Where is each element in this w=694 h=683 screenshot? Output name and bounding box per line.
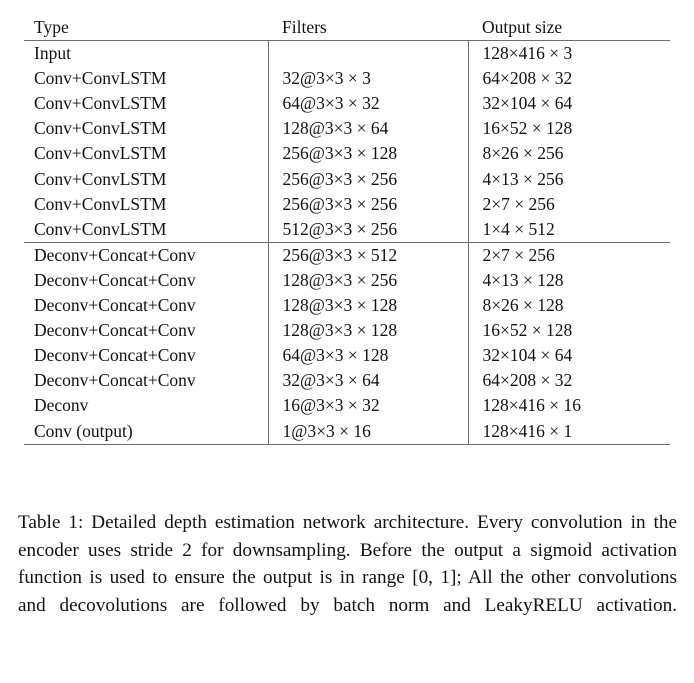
cell-type: Deconv+Concat+Conv [34,320,196,341]
cell-type: Input [34,43,71,64]
cell-type: Deconv+Concat+Conv [34,295,196,316]
cell-type: Conv+ConvLSTM [34,168,167,189]
cell-filters: 1@3×3 × 16 [267,418,468,445]
table-row: Input 128×416 × 3 [24,40,670,67]
cell-filters: 16@3×3 × 32 [267,393,468,419]
table-header: Type Filters Output size [24,15,670,42]
cell-output: 2×7 × 256 [467,241,670,268]
cell-type: Conv+ConvLSTM [34,143,167,164]
cell-filters: 64@3×3 × 32 [267,91,468,117]
cell-output: 64×208 × 32 [467,368,670,394]
column-header-output: Output size [468,15,670,42]
column-header-type: Type [24,15,268,42]
cell-output: 16×52 × 128 [467,318,670,344]
cell-type: Conv (output) [24,418,268,445]
cell-output: 2×7 × 256 [467,191,670,217]
table-figure: Type Filters Output size Input 128×416 × … [24,15,670,445]
cell-filters: 32@3×3 × 64 [267,368,468,394]
cell-type: Deconv+Concat+Conv [34,269,196,290]
cell-type: Deconv+Concat+Conv [34,345,196,366]
cell-filters: 128@3×3 × 128 [267,293,468,319]
cell-filters: 256@3×3 × 256 [267,166,468,192]
cell-type: Conv+ConvLSTM [34,118,167,139]
table-header-row: Type Filters Output size [24,15,670,42]
cell-output: 8×26 × 256 [467,141,670,167]
cell-type: Deconv [34,395,89,416]
cell-type: Deconv+Concat+Conv [34,370,196,391]
cell-output: 1×4 × 512 [467,216,670,243]
cell-output: 4×13 × 256 [467,166,670,192]
cell-output: 32×104 × 64 [467,91,670,117]
cell-type: Conv+ConvLSTM [34,68,167,89]
cell-filters [267,40,468,67]
cell-output: 128×416 × 3 [467,40,670,67]
cell-type: Conv+ConvLSTM [34,93,167,114]
cell-output: 64×208 × 32 [467,66,670,92]
cell-output: 128×416 × 16 [467,393,670,419]
cell-output: 8×26 × 128 [467,293,670,319]
cell-filters: 256@3×3 × 256 [267,191,468,217]
cell-filters: 128@3×3 × 128 [267,318,468,344]
cell-output: 16×52 × 128 [467,116,670,142]
cell-output: 128×416 × 1 [467,418,670,445]
cell-filters: 32@3×3 × 3 [267,66,468,92]
cell-filters: 128@3×3 × 256 [267,267,468,294]
cell-type: Conv+ConvLSTM [34,193,167,214]
cell-filters: 64@3×3 × 128 [267,343,468,369]
architecture-table: Type Filters Output size Input 128×416 × … [24,15,670,445]
cell-filters: 256@3×3 × 512 [267,241,468,268]
cell-type: Deconv+Concat+Conv [24,241,268,268]
cell-filters: 512@3×3 × 256 [267,216,468,243]
cell-output: 4×13 × 128 [467,267,670,294]
cell-type: Conv+ConvLSTM [34,218,167,239]
table-caption: Table 1: Detailed depth estimation netwo… [18,512,677,616]
cell-filters: 256@3×3 × 128 [267,141,468,167]
cell-output: 32×104 × 64 [467,343,670,369]
column-header-filters: Filters [268,15,468,42]
cell-filters: 128@3×3 × 64 [267,116,468,142]
